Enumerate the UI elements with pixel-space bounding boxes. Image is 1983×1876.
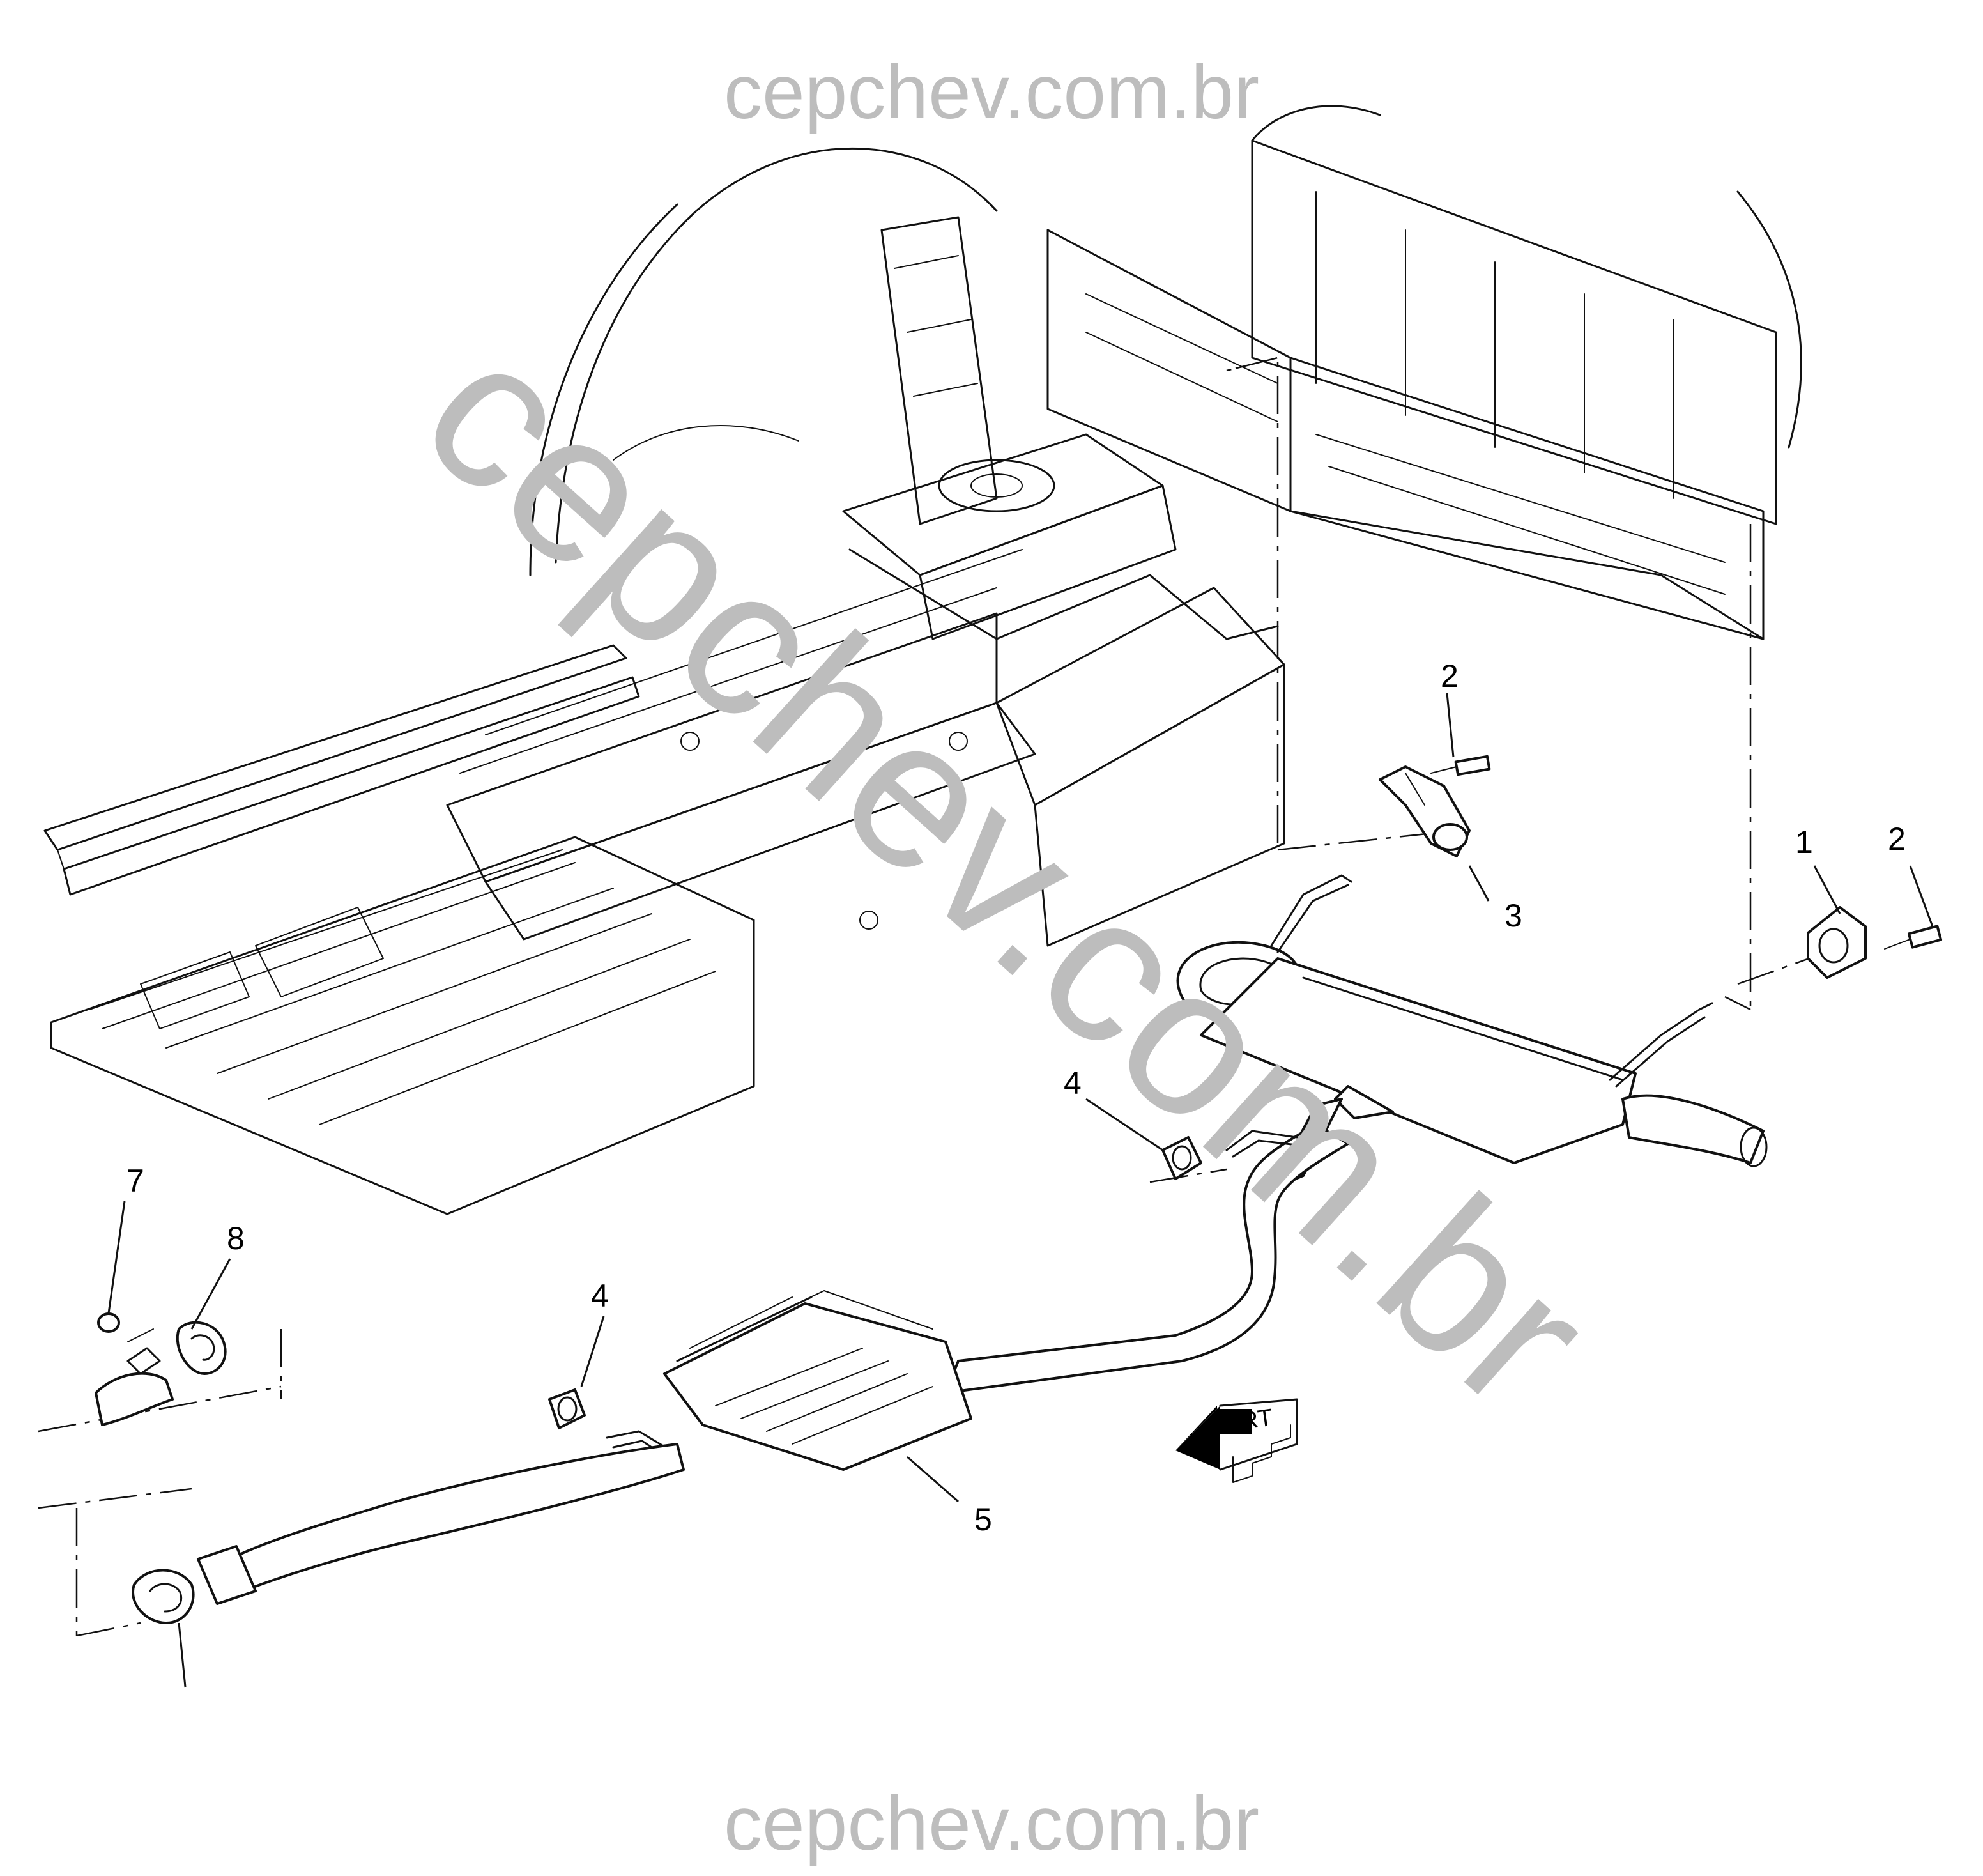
alignment-lines (38, 357, 1828, 1637)
isolator-lower (548, 1388, 586, 1429)
callout-5: 5 (974, 1502, 992, 1537)
parts (95, 755, 1943, 1624)
watermark-top: cepchev.com.br (724, 49, 1259, 135)
callout-8: 8 (227, 1220, 245, 1256)
vehicle-underbody (43, 105, 1802, 1215)
manifold-flange (95, 1347, 174, 1426)
isolator-upper (1161, 1136, 1202, 1180)
callout-numbers: 2 3 1 2 4 4 5 7 8 (126, 658, 1906, 1537)
isolator-rear (1807, 906, 1867, 979)
watermarks: cepchev.com.br cepchev.com.br cepchev.co… (380, 49, 1633, 1866)
callout-4-lower: 4 (591, 1278, 609, 1314)
callout-3: 3 (1504, 898, 1522, 934)
callout-7: 7 (126, 1163, 144, 1199)
callout-2-upper: 2 (1441, 658, 1459, 694)
callout-leaders (107, 693, 1934, 1688)
front-arrow-label: FRT (1224, 1404, 1274, 1438)
bolt-right (1884, 925, 1943, 950)
callout-4-upper: 4 (1064, 1065, 1082, 1101)
callout-2-right: 2 (1888, 821, 1906, 857)
nut (97, 1312, 154, 1342)
callout-1: 1 (1795, 824, 1813, 860)
gasket-upper (176, 1321, 227, 1375)
watermark-diagonal: cepchev.com.br (380, 292, 1633, 1454)
intermediate-pipe (197, 1123, 1349, 1605)
front-direction-arrow: FRT (1175, 1398, 1298, 1483)
rear-muffler (1176, 874, 1768, 1190)
bolt-upper (1430, 755, 1491, 776)
gasket-lower (132, 1569, 195, 1624)
watermark-bottom: cepchev.com.br (724, 1781, 1259, 1866)
hanger-bracket (1379, 765, 1471, 857)
